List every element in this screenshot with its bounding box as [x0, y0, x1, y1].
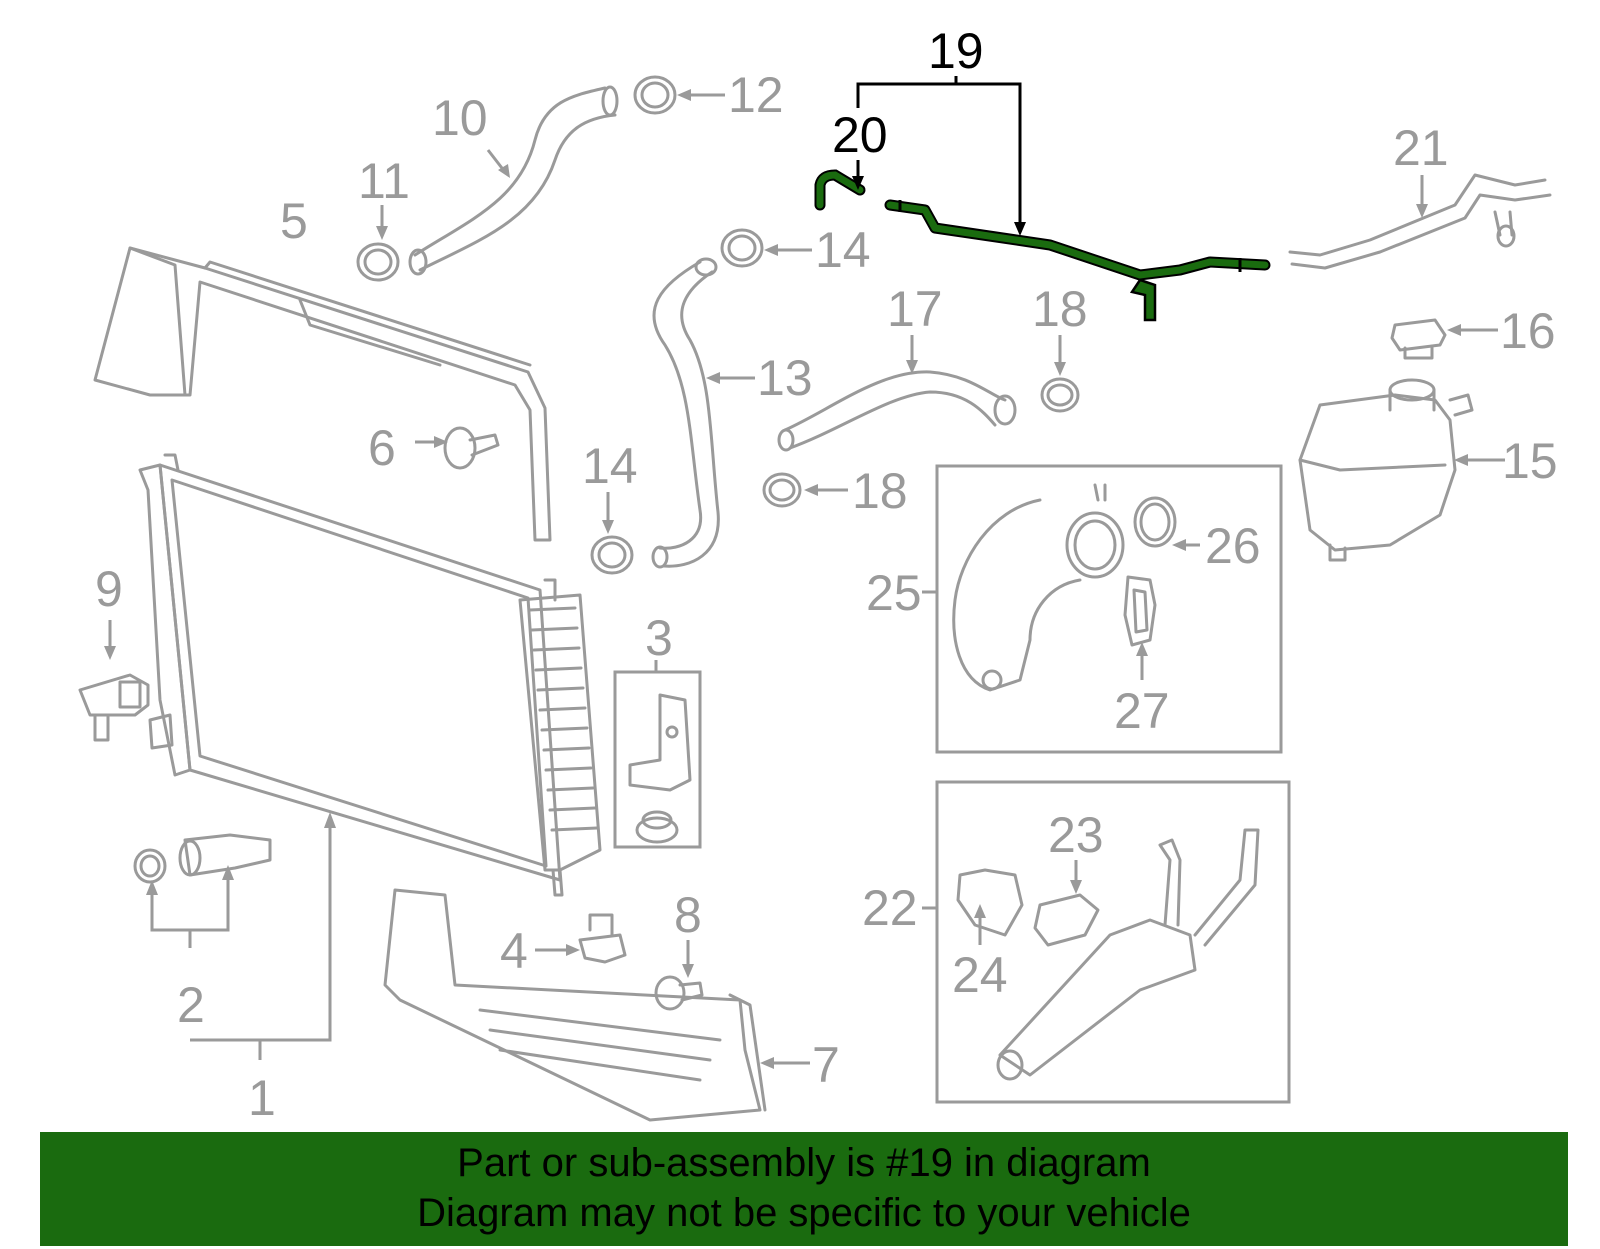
- callout-14-bottom: 14: [582, 438, 638, 494]
- callout-18-bottom: 18: [852, 463, 908, 519]
- part-14-clamp-top: [720, 228, 764, 268]
- part-22-box: [935, 780, 1291, 1104]
- callout-12: 12: [728, 67, 784, 123]
- callout-13: 13: [757, 350, 813, 406]
- banner-line-1: Part or sub-assembly is #19 in diagram: [457, 1141, 1151, 1185]
- part-8-pin: [654, 975, 704, 1011]
- part-25-box: [935, 464, 1283, 754]
- part-4-plug: [578, 913, 627, 964]
- callout-3: 3: [645, 610, 673, 666]
- callout-15: 15: [1502, 433, 1558, 489]
- part-11-clamp: [356, 242, 400, 282]
- part-1-radiator: [138, 453, 602, 897]
- callout-1: 1: [248, 1070, 276, 1126]
- callout-6: 6: [368, 420, 396, 476]
- callout-19: 19: [928, 23, 984, 79]
- part-9-sensor: [78, 673, 150, 742]
- part-6-pin: [443, 426, 500, 470]
- part-16-cap: [1390, 318, 1447, 360]
- part-24-seal: [956, 868, 1024, 937]
- callout-22: 22: [862, 880, 918, 936]
- callout-8: 8: [674, 887, 702, 943]
- callout-27: 27: [1114, 683, 1170, 739]
- callout-18-top: 18: [1032, 281, 1088, 337]
- callout-14-top: 14: [815, 222, 871, 278]
- part-10-hose: [408, 85, 619, 276]
- leader-1: [190, 820, 332, 1042]
- part-17-hose: [777, 370, 1017, 452]
- callout-16: 16: [1500, 303, 1556, 359]
- part-7-deflector: [383, 888, 767, 1122]
- part-18-clamp-bottom: [762, 472, 802, 508]
- callout-25: 25: [866, 565, 922, 621]
- part-21-tube: [1288, 173, 1552, 270]
- callout-11: 11: [358, 153, 410, 209]
- banner-line-2: Diagram may not be specific to your vehi…: [417, 1191, 1191, 1235]
- callout-7: 7: [812, 1037, 840, 1093]
- info-banner: Part or sub-assembly is #19 in diagram D…: [40, 1132, 1568, 1246]
- part-5-shroud: [93, 246, 552, 542]
- part-27-gasket: [1123, 575, 1157, 647]
- callout-17: 17: [887, 281, 943, 337]
- callout-labels: 1 2 3 4 5 6 7 8 9 10 11 12 13 14 14 15 1…: [95, 23, 1558, 1126]
- part-26-seal: [1133, 496, 1177, 548]
- part-23-gasket: [1033, 893, 1100, 947]
- callout-4: 4: [500, 923, 528, 979]
- part-13-hose: [651, 257, 720, 569]
- callout-24: 24: [952, 947, 1008, 1003]
- callout-23: 23: [1048, 807, 1104, 863]
- leader-19: [856, 76, 1022, 226]
- callout-5: 5: [280, 193, 308, 249]
- part-15-reservoir: [1298, 378, 1474, 562]
- callout-21: 21: [1393, 120, 1449, 176]
- callout-20: 20: [832, 107, 888, 163]
- part-25-outlet: [952, 483, 1125, 692]
- part-2-sensor: [133, 833, 272, 884]
- callout-2: 2: [177, 977, 205, 1033]
- leader-2: [150, 872, 230, 948]
- callout-26: 26: [1205, 518, 1261, 574]
- part-3-bracket: [628, 693, 692, 844]
- part-14-clamp-bottom: [590, 535, 634, 575]
- callout-10: 10: [432, 90, 488, 146]
- part-22-housing: [996, 828, 1260, 1081]
- part-18-clamp-top: [1040, 377, 1080, 413]
- part-12-clamp: [633, 75, 677, 115]
- callout-9: 9: [95, 561, 123, 617]
- part-19-pipe-assembly: [814, 169, 1271, 322]
